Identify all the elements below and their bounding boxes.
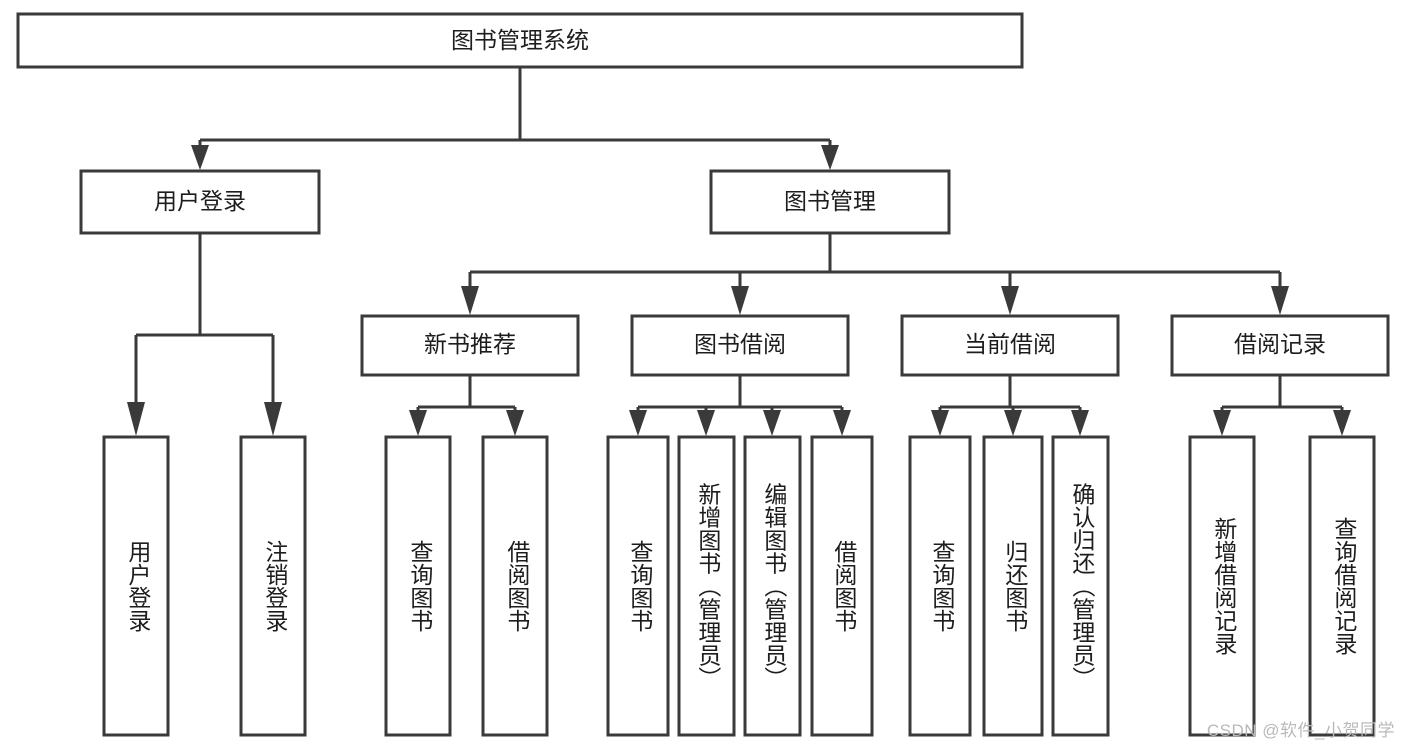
node-leaf-query-borrow-record-label: 查询借阅记录 <box>1331 517 1358 655</box>
arrow-to-borrow-record <box>1271 286 1289 315</box>
arrow-to-leaf-borrow-book <box>833 410 851 436</box>
node-leaf-add-borrow-record-label: 新增借阅记录 <box>1211 517 1238 655</box>
node-leaf-add-borrow-record-box[interactable] <box>1188 435 1256 737</box>
node-leaf-query-borrow-record-box[interactable] <box>1308 435 1376 737</box>
node-leaf-edit-book-admin-box[interactable] <box>743 435 802 737</box>
arrow-to-book-borrow <box>731 286 749 315</box>
node-leaf-edit-book-admin-label: 编辑图书（管理员） <box>761 483 788 690</box>
node-leaf-logout-login-box[interactable] <box>239 435 307 737</box>
node-leaf-borrow-book-recommend-label: 借阅图书 <box>504 540 531 632</box>
node-leaf-query-book-borrow-box[interactable] <box>606 435 670 737</box>
arrow-to-leaf-user-login <box>127 402 145 436</box>
node-leaf-borrow-book-box[interactable] <box>810 435 874 737</box>
node-current-borrow-label: 当前借阅 <box>964 331 1056 357</box>
node-user-login-box[interactable] <box>79 169 321 235</box>
node-leaf-add-book-admin-label: 新增图书（管理员） <box>695 483 722 690</box>
node-leaf-return-book-label: 归还图书 <box>1002 540 1029 632</box>
arrow-to-leaf-add-borrow-record <box>1213 410 1231 436</box>
node-new-book-recommend-label: 新书推荐 <box>424 331 516 357</box>
connectors-layer <box>127 67 1351 436</box>
node-leaf-borrow-book-recommend-box[interactable] <box>481 435 549 737</box>
node-leaf-borrow-book[interactable]: 借阅图书 <box>810 435 874 737</box>
node-root[interactable]: 图书管理系统 <box>16 12 1024 69</box>
node-leaf-query-book-borrow-label: 查询图书 <box>627 540 654 632</box>
arrow-to-new-book-recommend <box>461 286 479 315</box>
node-borrow-record-box[interactable] <box>1170 314 1390 377</box>
node-leaf-logout-login-label: 注销登录 <box>262 540 289 632</box>
node-leaf-add-borrow-record[interactable]: 新增借阅记录 <box>1188 435 1256 737</box>
node-leaf-edit-book-admin[interactable]: 编辑图书（管理员） <box>743 435 802 737</box>
node-leaf-confirm-return-admin-box[interactable] <box>1051 435 1110 737</box>
node-leaf-user-login-label: 用户登录 <box>125 540 152 632</box>
node-book-manage-label: 图书管理 <box>784 188 876 214</box>
node-book-manage[interactable]: 图书管理 <box>709 169 951 235</box>
node-user-login[interactable]: 用户登录 <box>79 169 321 235</box>
node-book-borrow-label: 图书借阅 <box>694 331 786 357</box>
node-borrow-record[interactable]: 借阅记录 <box>1170 314 1390 377</box>
node-leaf-confirm-return-admin[interactable]: 确认归还（管理员） <box>1051 435 1110 737</box>
node-leaf-user-login[interactable]: 用户登录 <box>102 435 170 737</box>
node-current-borrow[interactable]: 当前借阅 <box>900 314 1120 377</box>
node-leaf-query-book-current-box[interactable] <box>908 435 972 737</box>
node-leaf-add-book-admin[interactable]: 新增图书（管理员） <box>677 435 736 737</box>
node-leaf-query-book-recommend-label: 查询图书 <box>407 540 434 632</box>
node-leaf-user-login-box[interactable] <box>102 435 170 737</box>
node-borrow-record-label: 借阅记录 <box>1234 331 1326 357</box>
node-leaf-query-book-recommend-box[interactable] <box>384 435 452 737</box>
arrow-to-book-manage <box>821 145 839 170</box>
node-leaf-return-book-box[interactable] <box>982 435 1044 737</box>
node-book-borrow-box[interactable] <box>630 314 850 377</box>
arrow-to-leaf-logout-login <box>264 402 282 436</box>
node-current-borrow-box[interactable] <box>900 314 1120 377</box>
node-user-login-label: 用户登录 <box>154 188 246 214</box>
node-leaf-borrow-book-recommend[interactable]: 借阅图书 <box>481 435 549 737</box>
node-leaf-query-book-recommend[interactable]: 查询图书 <box>384 435 452 737</box>
arrow-to-current-borrow <box>1001 286 1019 315</box>
node-root-box[interactable] <box>16 12 1024 69</box>
node-leaf-logout-login[interactable]: 注销登录 <box>239 435 307 737</box>
arrow-to-user-login <box>191 145 209 170</box>
node-leaf-query-book-borrow[interactable]: 查询图书 <box>606 435 670 737</box>
node-new-book-recommend[interactable]: 新书推荐 <box>360 314 580 377</box>
node-book-borrow[interactable]: 图书借阅 <box>630 314 850 377</box>
node-leaf-confirm-return-admin-label: 确认归还（管理员） <box>1069 483 1096 690</box>
arrow-to-leaf-borrow-book-recommend <box>506 410 524 436</box>
node-leaf-add-book-admin-box[interactable] <box>677 435 736 737</box>
arrow-to-leaf-add-book-admin <box>697 410 715 436</box>
node-leaf-query-borrow-record[interactable]: 查询借阅记录 <box>1308 435 1376 737</box>
arrow-to-leaf-confirm-return-admin <box>1071 410 1089 436</box>
node-leaf-borrow-book-label: 借阅图书 <box>831 540 858 632</box>
node-leaf-query-book-current[interactable]: 查询图书 <box>908 435 972 737</box>
node-book-manage-box[interactable] <box>709 169 951 235</box>
node-root-label: 图书管理系统 <box>451 27 589 53</box>
arrow-to-leaf-return-book <box>1004 410 1022 436</box>
arrow-to-leaf-query-book-recommend <box>409 410 427 436</box>
arrow-to-leaf-edit-book-admin <box>763 410 781 436</box>
node-new-book-recommend-box[interactable] <box>360 314 580 377</box>
arrow-to-leaf-query-book-borrow <box>629 410 647 436</box>
node-leaf-query-book-current-label: 查询图书 <box>929 540 956 632</box>
arrow-to-leaf-query-book-current <box>931 410 949 436</box>
node-leaf-return-book[interactable]: 归还图书 <box>982 435 1044 737</box>
arrow-to-leaf-query-borrow-record <box>1333 410 1351 436</box>
